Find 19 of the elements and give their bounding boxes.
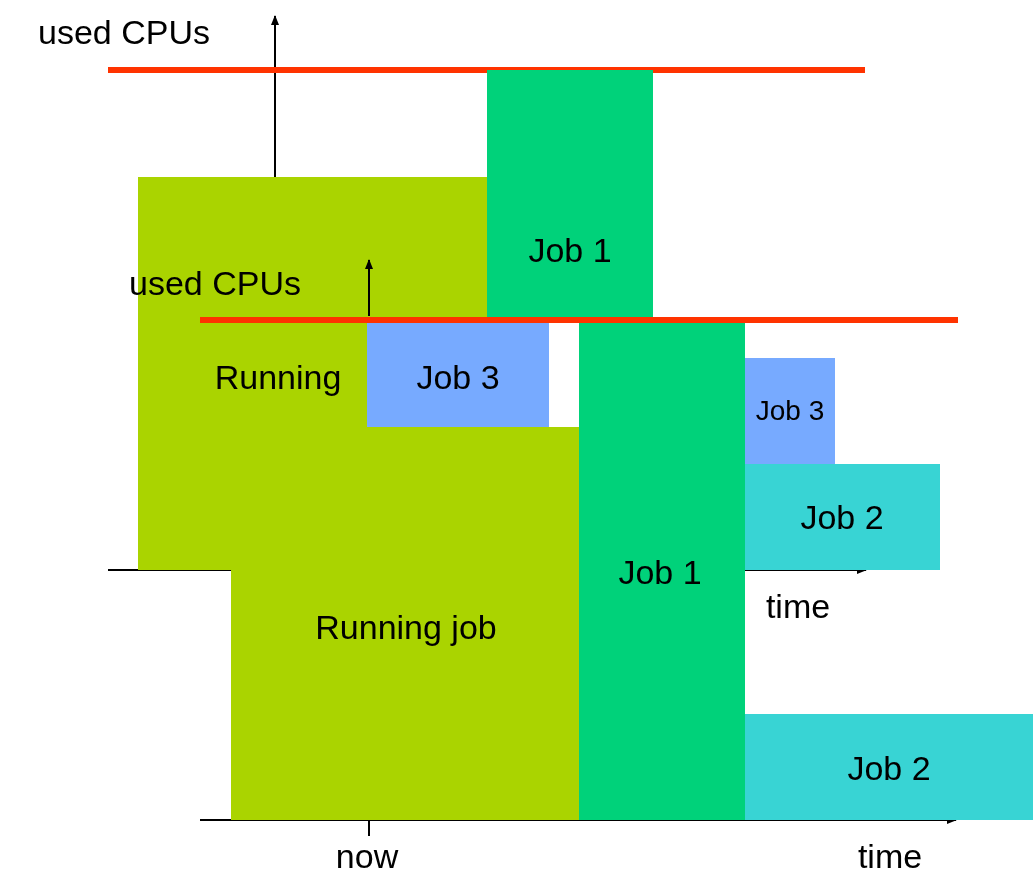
job-bar [367, 320, 549, 427]
job-bar [487, 70, 653, 320]
bar-label: Job 1 [528, 233, 612, 267]
bar-label: Job 2 [800, 500, 884, 534]
bar-label: Running [214, 360, 342, 394]
job-bar [579, 320, 745, 820]
bar-label: Running job [315, 610, 497, 644]
job-bar [231, 427, 579, 820]
axis-label: now [335, 839, 399, 873]
bar-label: Job 1 [618, 555, 702, 589]
bar-label: Job 2 [847, 751, 931, 785]
axis-label: time [765, 589, 831, 623]
bar-label: Job 3 [755, 397, 825, 425]
axis-label: time [857, 839, 923, 873]
bar-label: Job 3 [416, 360, 500, 394]
job-bar [745, 714, 1033, 820]
job-bar [745, 464, 940, 570]
job-bar [745, 358, 835, 464]
axis-label: used CPUs [38, 15, 210, 49]
